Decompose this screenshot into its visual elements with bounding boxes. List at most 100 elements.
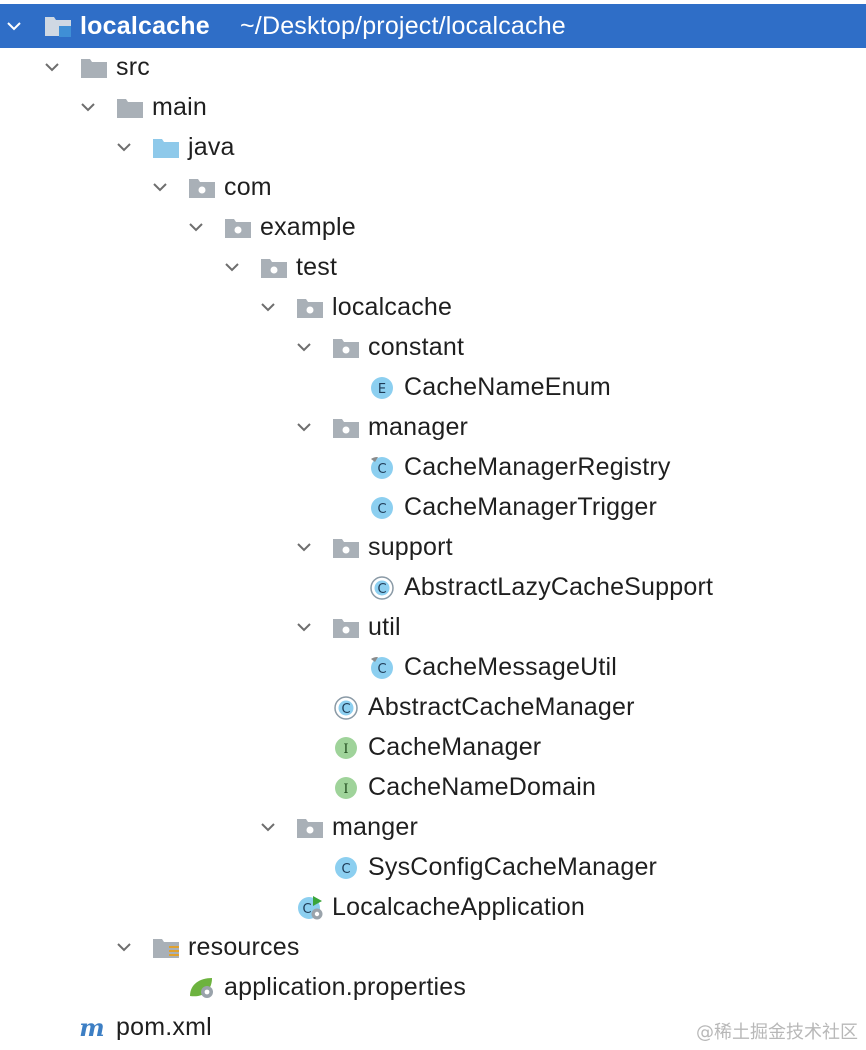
watermark: @稀土掘金技术社区 [696,1022,858,1043]
tree-label: pom.xml [116,1013,212,1041]
tree-row-localcache-application[interactable]: C LocalcacheApplication [0,887,866,927]
tree-label: CacheManagerTrigger [404,493,657,521]
tree-label: AbstractCacheManager [368,693,635,721]
enum-icon: E [371,377,393,399]
tree-row-pom-xml[interactable]: m pom.xml [0,1007,866,1047]
svg-text:C: C [302,902,311,917]
module-folder-icon [45,17,71,37]
svg-text:C: C [341,702,350,717]
package-icon [189,179,215,198]
tree-row-test[interactable]: test [0,247,866,287]
tree-label: util [368,613,401,641]
package-icon [333,419,359,438]
tree-label: src [116,53,150,81]
svg-text:I: I [343,782,348,797]
tree-label: test [296,253,338,281]
tree-row-abstract-lazy-cache-support[interactable]: C AbstractLazyCacheSupport [0,567,866,607]
tree-label: CacheNameEnum [404,373,611,401]
tree-row-constant[interactable]: constant [0,327,866,367]
tree-row-localcache[interactable]: localcache [0,287,866,327]
package-icon [333,619,359,638]
tree-row-sys-config-cache-manager[interactable]: C SysConfigCacheManager [0,847,866,887]
interface-icon: I [335,737,357,759]
tree-row-cache-name-domain[interactable]: I CacheNameDomain [0,767,866,807]
tree-row-manger[interactable]: manger [0,807,866,847]
tree-label: SysConfigCacheManager [368,853,658,881]
tree-row-util[interactable]: util [0,607,866,647]
class-icon: C [371,497,393,519]
tree-row-manager[interactable]: manager [0,407,866,447]
tree-label: application.properties [224,973,467,1001]
chevron-down-icon[interactable] [44,59,60,75]
abstract-class-icon: C [370,576,394,600]
svg-text:C: C [377,662,386,677]
tree-row-support[interactable]: support [0,527,866,567]
tree-label: constant [368,333,465,361]
tree-row-abstract-cache-manager[interactable]: C AbstractCacheManager [0,687,866,727]
chevron-down-icon[interactable] [116,939,132,955]
tree-row-application-properties[interactable]: application.properties [0,967,866,1007]
tree-row-com[interactable]: com [0,167,866,207]
chevron-down-icon[interactable] [260,299,276,315]
project-name: localcache [80,12,210,40]
tree-label: CacheManager [368,733,542,761]
interface-icon: I [335,777,357,799]
tree-label: CacheNameDomain [368,773,597,801]
chevron-down-icon[interactable] [6,18,22,34]
spring-boot-application-icon: C [298,896,323,920]
tree-label: CacheManagerRegistry [404,453,671,481]
package-icon [225,219,251,238]
chevron-down-icon[interactable] [296,539,312,555]
chevron-down-icon[interactable] [296,339,312,355]
tree-label: java [188,133,235,161]
svg-text:C: C [377,582,386,597]
chevron-down-icon[interactable] [116,139,132,155]
chevron-down-icon[interactable] [296,619,312,635]
tree-row-cache-message-util[interactable]: C CacheMessageUtil [0,647,866,687]
folder-icon [117,99,143,118]
chevron-down-icon[interactable] [260,819,276,835]
source-folder-icon [153,139,179,158]
chevron-down-icon[interactable] [80,99,96,115]
final-class-icon: C [371,456,393,479]
tree-row-resources[interactable]: resources [0,927,866,967]
svg-text:C: C [341,862,350,877]
tree-row-cache-manager[interactable]: I CacheManager [0,727,866,767]
tree-label: support [368,533,453,561]
chevron-down-icon[interactable] [188,219,204,235]
tree-row-project-root[interactable]: localcache ~/Desktop/project/localcache [0,4,866,48]
tree-row-cache-manager-trigger[interactable]: C CacheManagerTrigger [0,487,866,527]
tree-row-cache-name-enum[interactable]: E CacheNameEnum [0,367,866,407]
package-icon [261,259,287,278]
svg-text:I: I [343,742,348,757]
tree-row-cache-manager-registry[interactable]: C CacheManagerRegistry [0,447,866,487]
tree-row-main[interactable]: main [0,87,866,127]
tree-label: resources [188,933,300,961]
abstract-class-icon: C [334,696,358,720]
class-icon: C [335,857,357,879]
package-icon [333,539,359,558]
folder-icon [81,59,107,78]
chevron-down-icon[interactable] [296,419,312,435]
svg-text:C: C [377,502,386,517]
chevron-down-icon[interactable] [224,259,240,275]
tree-label: CacheMessageUtil [404,653,618,681]
tree-row-src[interactable]: src [0,47,866,87]
resources-folder-icon [153,939,179,958]
svg-text:m: m [79,1016,104,1040]
svg-text:C: C [377,462,386,477]
chevron-down-icon[interactable] [152,179,168,195]
tree-label: com [224,173,272,201]
tree-label: AbstractLazyCacheSupport [404,573,714,601]
tree-label: manger [332,813,418,841]
tree-label: localcache [332,293,453,321]
project-path: ~/Desktop/project/localcache [240,12,566,40]
tree-row-example[interactable]: example [0,207,866,247]
tree-row-java[interactable]: java [0,127,866,167]
package-icon [297,819,323,838]
tree-label: LocalcacheApplication [332,893,585,921]
package-icon [333,339,359,358]
tree-label: manager [368,413,469,441]
svg-text:E: E [378,382,386,397]
